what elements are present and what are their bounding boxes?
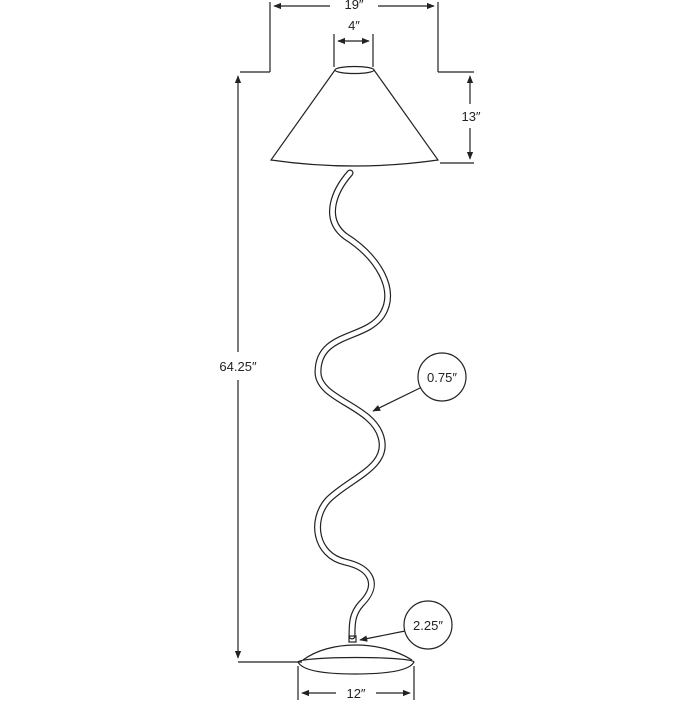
base-width-dimension: [297, 666, 415, 700]
callout-leader: [372, 387, 421, 412]
shade-height-label: 13″: [461, 109, 480, 124]
overall-height-label: 64.25″: [219, 359, 257, 374]
callout-circle: [417, 352, 467, 402]
callout-leader: [359, 630, 406, 642]
top-opening-label: 4″: [348, 18, 360, 33]
overall-width-label: 19″: [344, 0, 363, 12]
base-width-label: 12″: [346, 686, 365, 700]
callout-circle: [403, 600, 453, 650]
overall-width-dimension: [240, 2, 474, 73]
base-rim: [297, 656, 415, 675]
base-height-label: 2.25″: [413, 618, 443, 633]
base-height-callout: [359, 600, 453, 650]
wavy-pole: [314, 169, 392, 640]
top-opening-dimension: [333, 34, 374, 67]
shade-top-opening: [334, 65, 375, 75]
shade-height-dimension: [440, 75, 474, 164]
pole-diameter-callout: [372, 352, 467, 412]
lamp-base: [297, 635, 415, 675]
pole-fill: [315, 170, 390, 639]
shade-body: [269, 69, 440, 167]
lamp-shade: [269, 65, 440, 167]
base-collar: [348, 635, 357, 643]
overall-height-dimension: [234, 75, 302, 663]
base-dome: [302, 644, 413, 661]
pole-diameter-label: 0.75″: [427, 370, 457, 385]
